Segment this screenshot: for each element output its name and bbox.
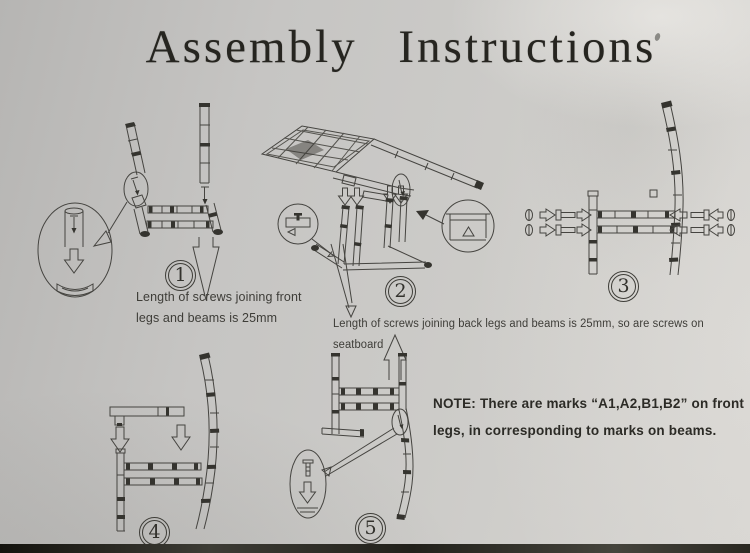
step1-front-legs-diagram [37,103,223,301]
step4-seatboard-install-diagram [109,352,220,532]
step2-seat-back-legs-diagram [260,125,495,319]
step4-number: 4 [148,521,161,543]
step1-caption-line2: legs and beams is 25mm [136,311,278,325]
step2-number: 2 [394,280,407,302]
step5-underside-screws-diagram [289,333,414,520]
step2-caption-line1: Length of screws joining back legs and b… [333,318,704,330]
step2-number-badge: 2 [385,276,416,307]
note-line2: legs, in corresponding to marks on beams… [433,422,717,438]
step5-number-badge: 5 [355,513,386,544]
photo-bottom-edge [0,544,750,553]
note-line1: NOTE: There are marks “A1,A2,B1,B2” on f… [433,396,745,411]
note-text: NOTE: There are marks “A1,A2,B1,B2” on f… [433,391,744,444]
step2-caption-line2-seatboard-label: seatboard [333,339,384,351]
page-title: Assembly Instructions [145,21,657,73]
step3-number: 3 [617,275,630,297]
step5-number: 5 [364,517,377,539]
step1-number-badge: 1 [165,260,196,291]
step1-number: 1 [174,264,187,286]
step1-caption: Length of screws joining front legs and … [136,287,302,329]
step3-screws-side-view-diagram [525,100,735,276]
step2-caption: Length of screws joining back legs and b… [333,314,704,356]
step4-number-badge: 4 [139,517,170,548]
step3-number-badge: 3 [608,271,639,302]
step1-caption-line1: Length of screws joining front [136,290,302,304]
